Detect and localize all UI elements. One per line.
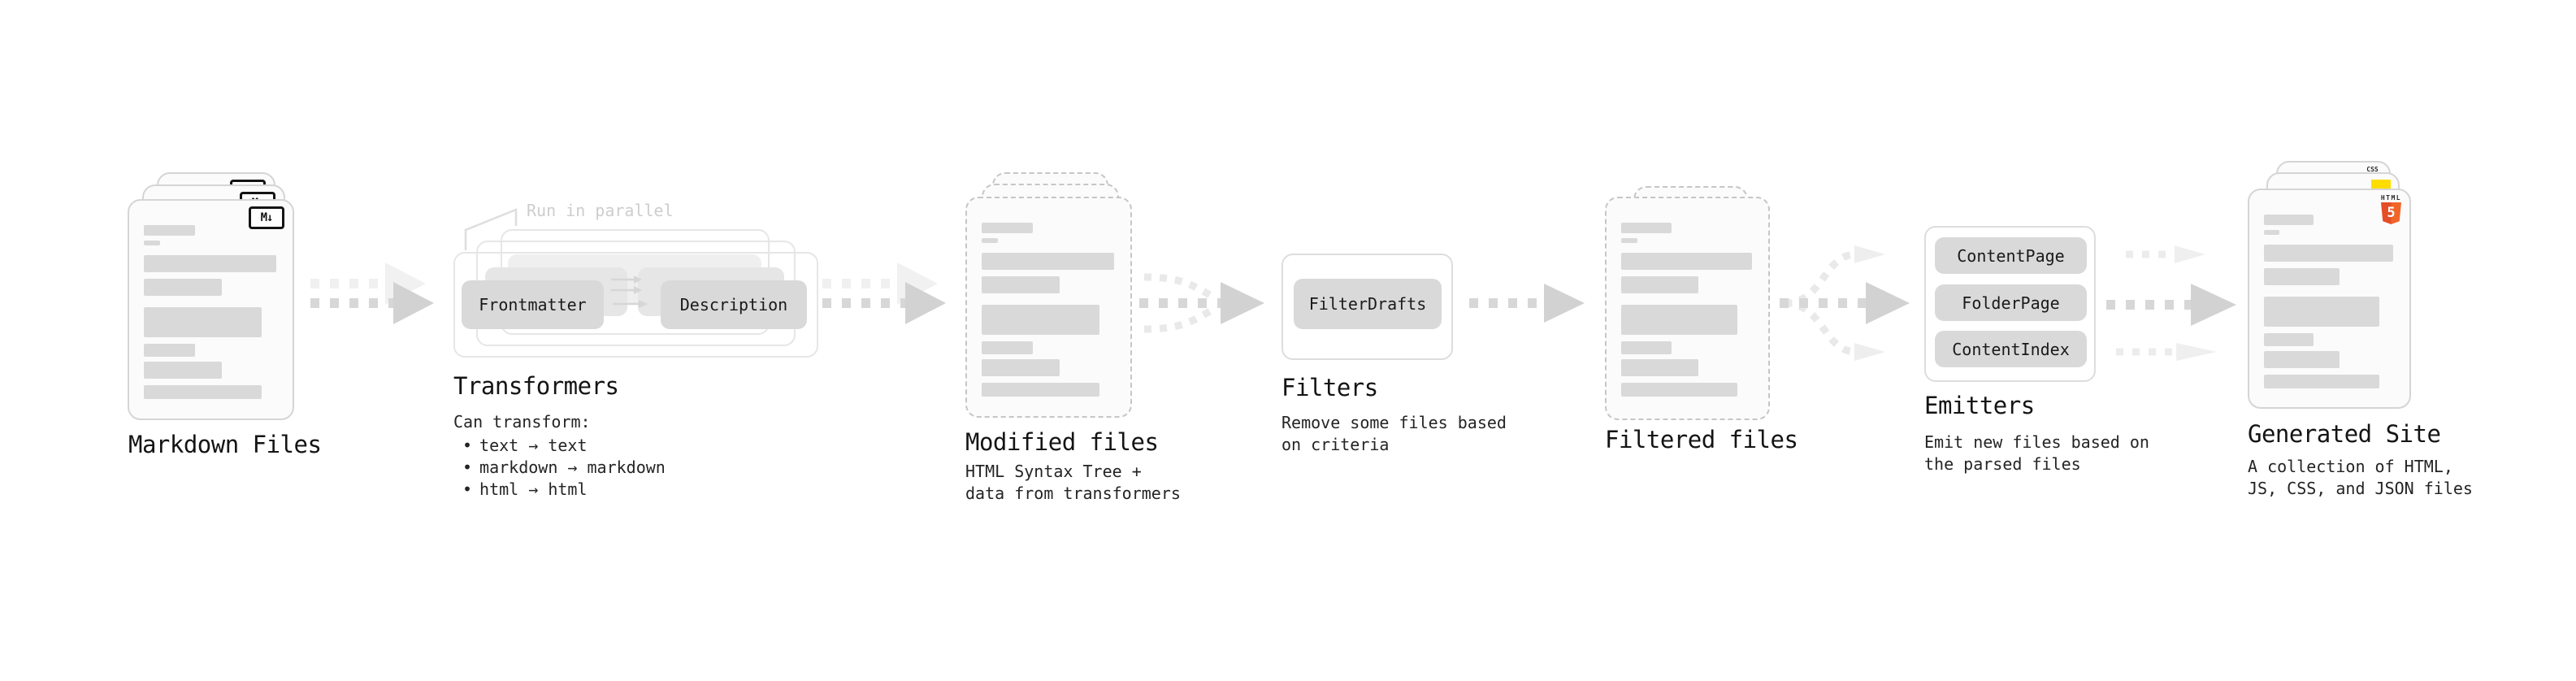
bullet-text: html → html	[479, 479, 588, 499]
folderpage-chip: FolderPage	[1935, 284, 2087, 321]
text-line-placeholder	[982, 341, 1033, 354]
bullet-glyph: •	[462, 436, 473, 455]
text-line-placeholder	[144, 385, 262, 399]
bullet-glyph: •	[462, 458, 473, 477]
file-card-front-html: HTML 5	[2248, 189, 2411, 409]
text-line-placeholder	[1621, 359, 1698, 376]
js-icon	[2371, 180, 2391, 189]
text-line-placeholder	[1621, 276, 1698, 293]
document-text-placeholder	[2264, 215, 2395, 388]
text-line-placeholder	[1621, 223, 1672, 233]
flow-arrows-emitters-to-generated	[2106, 245, 2236, 361]
file-card-front: M↓	[128, 199, 294, 420]
text-line-placeholder	[1621, 305, 1738, 335]
text-line-placeholder	[1621, 341, 1672, 354]
markdown-files-label: Markdown Files	[128, 431, 322, 458]
html5-icon: HTML 5	[2380, 194, 2402, 224]
text-line-placeholder	[982, 305, 1100, 335]
description-line: HTML Syntax Tree +	[965, 462, 1142, 481]
text-line-placeholder	[982, 223, 1033, 233]
text-line-placeholder	[2264, 297, 2379, 327]
bullet-item: • text → text	[462, 435, 666, 457]
description-chip: Description	[661, 280, 807, 329]
frontmatter-chip: Frontmatter	[462, 280, 604, 329]
css-icon-label: CSS	[2366, 166, 2379, 173]
flow-arrow-transformers-to-modified	[822, 282, 946, 324]
contentpage-chip: ContentPage	[1935, 237, 2087, 274]
description-line: on criteria	[1281, 435, 1390, 454]
document-text-placeholder	[982, 223, 1116, 397]
text-line-placeholder	[2264, 230, 2280, 235]
text-line-placeholder	[1621, 253, 1753, 270]
filterdrafts-chip: FilterDrafts	[1294, 279, 1442, 329]
text-line-placeholder	[144, 362, 222, 379]
text-line-placeholder	[982, 359, 1060, 376]
transformer-group-front	[453, 252, 818, 358]
transformers-label: Transformers	[453, 372, 619, 400]
bullet-glyph: •	[462, 479, 473, 499]
bullet-text: markdown → markdown	[479, 458, 666, 477]
description-line: Remove some files based	[1281, 413, 1507, 432]
html5-icon-shield: 5	[2381, 202, 2401, 224]
text-line-placeholder	[2264, 215, 2314, 225]
text-line-placeholder	[2264, 268, 2340, 285]
text-line-placeholder	[144, 307, 262, 337]
annotation-leader-line	[464, 208, 518, 250]
text-line-placeholder	[144, 279, 222, 296]
text-line-placeholder	[144, 344, 195, 357]
flow-arrow-merge-modified-to-filters	[1139, 273, 1264, 333]
file-card-front	[965, 197, 1132, 418]
generated-site-label: Generated Site	[2248, 420, 2441, 448]
text-line-placeholder	[144, 255, 277, 272]
bullet-item: • markdown → markdown	[462, 457, 666, 479]
filters-label: Filters	[1281, 374, 1378, 401]
modified-files-description: HTML Syntax Tree + data from transformer…	[965, 461, 1181, 505]
text-line-placeholder	[2264, 351, 2340, 368]
description-line: JS, CSS, and JSON files	[2248, 479, 2473, 498]
emitters-label: Emitters	[1924, 392, 2035, 419]
text-line-placeholder	[982, 238, 998, 243]
flow-arrow-split-filtered-to-emitters	[1780, 245, 1910, 361]
bullet-item: • html → html	[462, 479, 666, 501]
flow-arrow-markdown-to-transformers	[310, 282, 434, 324]
text-line-placeholder	[1621, 383, 1738, 397]
modified-files-label: Modified files	[965, 428, 1159, 456]
filters-description: Remove some files based on criteria	[1281, 412, 1507, 456]
description-line: A collection of HTML,	[2248, 457, 2453, 476]
description-line: Emit new files based on	[1924, 432, 2149, 452]
bullet-text: text → text	[479, 436, 588, 455]
contentindex-chip: ContentIndex	[1935, 331, 2087, 367]
text-line-placeholder	[144, 225, 195, 236]
transformers-description: Can transform:	[453, 412, 591, 432]
file-card-front	[1605, 197, 1770, 420]
run-in-parallel-note: Run in parallel	[527, 201, 674, 220]
parallel-arrows-icon	[611, 275, 648, 308]
text-line-placeholder	[982, 276, 1060, 293]
description-line: data from transformers	[965, 484, 1181, 503]
text-line-placeholder	[2264, 333, 2314, 346]
flow-arrow-filters-to-filtered	[1469, 284, 1585, 323]
document-text-placeholder	[144, 225, 278, 399]
document-text-placeholder	[1621, 223, 1754, 397]
transformers-bullet-list: • text → text • markdown → markdown • ht…	[462, 435, 666, 501]
text-line-placeholder	[1621, 238, 1637, 243]
text-line-placeholder	[144, 241, 160, 245]
text-line-placeholder	[982, 253, 1115, 270]
html5-icon-label: HTML	[2380, 194, 2402, 202]
filtered-files-label: Filtered files	[1605, 426, 1798, 453]
text-line-placeholder	[982, 383, 1100, 397]
description-line: the parsed files	[1924, 454, 2081, 474]
markdown-icon: M↓	[249, 206, 284, 229]
emitters-description: Emit new files based on the parsed files	[1924, 432, 2149, 475]
text-line-placeholder	[2264, 245, 2394, 262]
generated-site-description: A collection of HTML, JS, CSS, and JSON …	[2248, 456, 2473, 500]
text-line-placeholder	[2264, 375, 2379, 388]
